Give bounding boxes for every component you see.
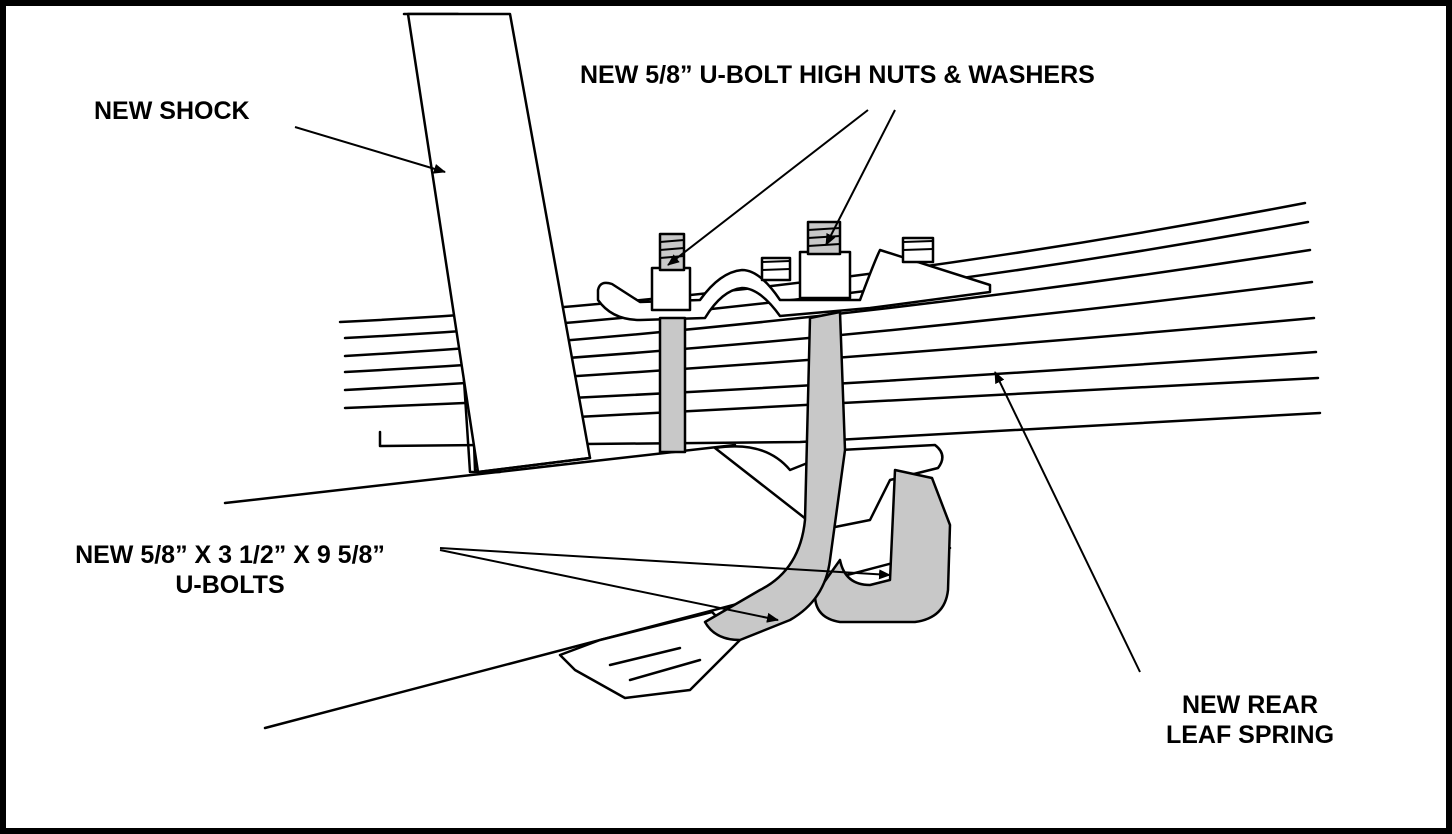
nuts-arrow-right [825, 109, 896, 246]
front-u-bolt-left-leg [658, 316, 687, 454]
rear-u-bolt-icon [813, 468, 952, 624]
nuts-label: NEW 5/8” U-BOLT HIGH NUTS & WASHERS [580, 61, 1095, 89]
nuts-arrow-left [667, 109, 869, 266]
leaf-spring-leaf-7 [518, 376, 1320, 422]
axle-top-edge [223, 443, 737, 505]
spring-label-line-1: NEW REAR [1181, 691, 1319, 719]
ubolts-label: NEW 5/8” X 3 1/2” X 9 5/8” U-BOLTS [20, 540, 440, 600]
spring-label: NEW REAR LEAF SPRING [1120, 690, 1380, 750]
shock-label: NEW SHOCK [94, 97, 250, 125]
shock-arrow [294, 126, 446, 174]
spring-label-line-2: LEAF SPRING [1165, 721, 1335, 749]
leaf-spring-bottom-leaf [378, 411, 1322, 448]
front-right-nut-icon [798, 250, 852, 300]
axle-bracket-detail [608, 646, 702, 682]
ubolts-label-line-2: U-BOLTS [175, 571, 285, 599]
ubolts-arrow-rear [439, 547, 891, 580]
shock-lower [476, 456, 592, 474]
ubolts-arrow-front [439, 549, 779, 623]
u-bolt-plate [596, 248, 992, 322]
front-u-bolt-icon [703, 310, 847, 642]
spring-arrow [994, 371, 1141, 673]
ubolts-label-line-1: NEW 5/8” X 3 1/2” X 9 5/8” [75, 541, 385, 569]
front-left-nut-icon [650, 266, 692, 312]
